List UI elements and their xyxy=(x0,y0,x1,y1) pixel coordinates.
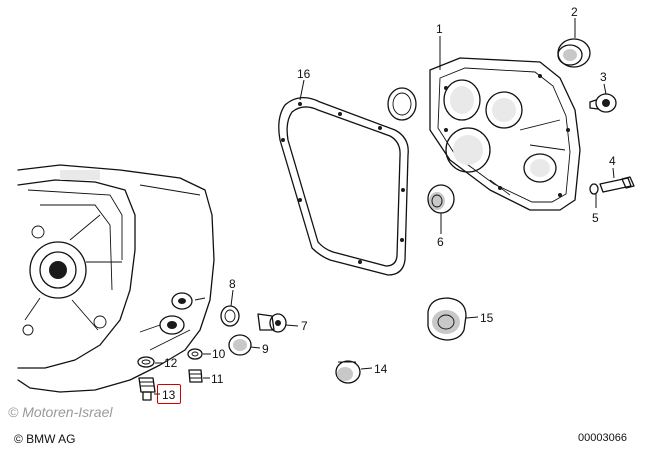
gasket-ring-8 xyxy=(220,305,240,327)
callout-16: 16 xyxy=(297,67,311,81)
callout-9: 9 xyxy=(262,342,269,356)
callout-7: 7 xyxy=(301,319,308,333)
screw-plug-11 xyxy=(188,369,203,383)
washer-12 xyxy=(137,356,155,368)
document-number: 00003066 xyxy=(578,432,627,444)
leader-lines xyxy=(154,18,615,395)
rubber-cap-15 xyxy=(427,297,467,341)
callout-labels: 1 2 3 4 5 6 7 8 9 10 11 12 13 14 15 16 xyxy=(162,5,616,402)
bolt-4 xyxy=(599,176,635,193)
seal-ring-2 xyxy=(557,38,591,68)
plug-3 xyxy=(589,93,617,113)
callout-4: 4 xyxy=(609,154,616,168)
copyright-label: © BMW AG xyxy=(14,432,76,446)
watermark: © Motoren-Israel xyxy=(8,404,113,420)
seal-ring-9 xyxy=(228,334,252,356)
bushing-14 xyxy=(335,360,361,384)
callout-6: 6 xyxy=(437,235,444,249)
callout-14: 14 xyxy=(374,362,388,376)
callout-8: 8 xyxy=(229,277,236,291)
callout-2: 2 xyxy=(571,5,578,19)
gearbox-housing xyxy=(17,164,215,393)
callout-11: 11 xyxy=(211,372,224,386)
highlight-box-13 xyxy=(157,384,181,404)
seal-ring-upper xyxy=(387,87,417,121)
callout-10: 10 xyxy=(212,347,226,361)
gasket-16 xyxy=(278,97,409,276)
washer-5 xyxy=(589,183,599,195)
screw-plug-7 xyxy=(257,313,287,333)
callout-15: 15 xyxy=(480,311,494,325)
callout-13: 13 xyxy=(162,388,176,402)
callout-12: 12 xyxy=(164,356,178,370)
callout-5: 5 xyxy=(592,211,599,225)
callout-3: 3 xyxy=(600,70,607,84)
washer-10 xyxy=(187,348,203,360)
callout-1: 1 xyxy=(436,22,443,36)
gearbox-cover-1 xyxy=(429,57,581,211)
seal-ring-6 xyxy=(427,184,455,214)
switch-13 xyxy=(138,377,156,401)
